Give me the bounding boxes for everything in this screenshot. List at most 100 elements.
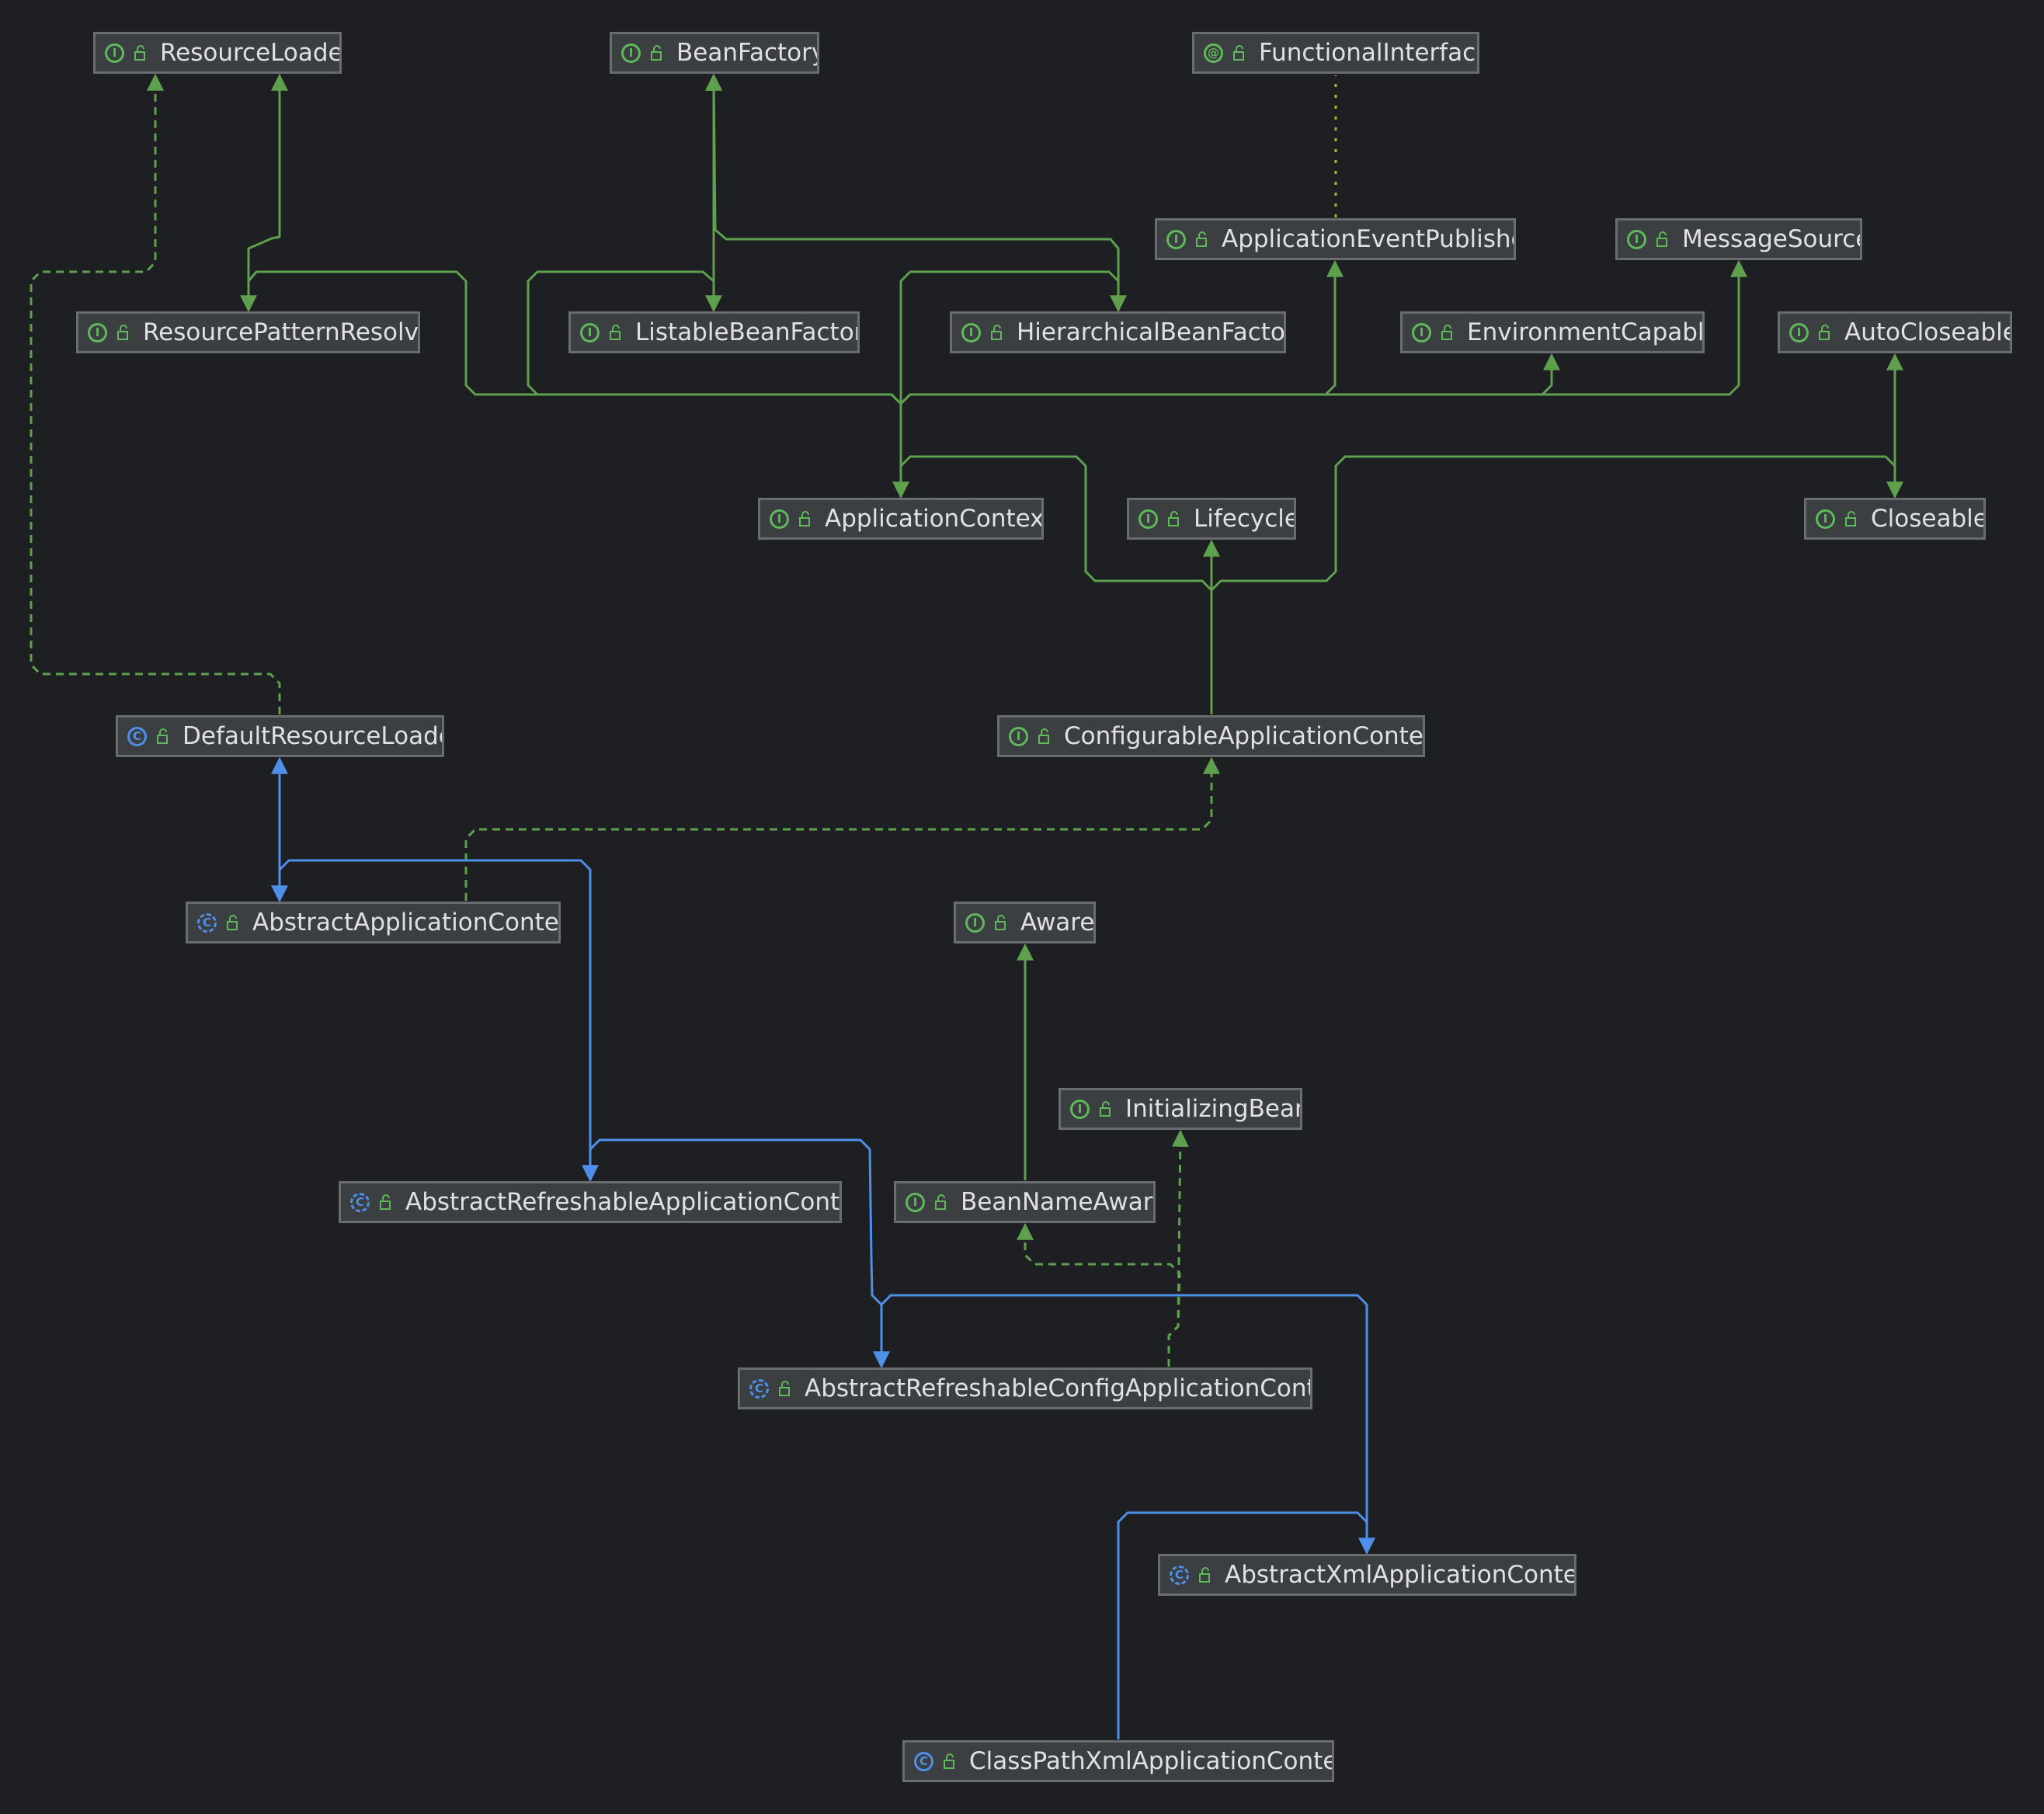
edge-HierarchicalBeanFactory-to-BeanFactory [705, 73, 1120, 311]
edge-ApplicationContext-to-MessageSource [899, 259, 1747, 497]
interface-kind-icon: I [621, 43, 641, 63]
public-visibility-icon [1198, 1566, 1212, 1583]
node-label: ClassPathXmlApplicationContext [969, 1747, 1334, 1775]
interface-kind-icon: I [1412, 322, 1431, 342]
node-label: AbstractApplicationContext [252, 909, 561, 937]
interface-kind-icon: I [1816, 509, 1835, 529]
public-visibility-icon [650, 44, 664, 61]
node-label: AbstractRefreshableApplicationContext [405, 1188, 842, 1216]
class-kind-icon: C [127, 726, 147, 746]
node-Closeable[interactable]: I Closeable [1804, 498, 1986, 540]
edge-AbstractRefreshableConfigApplicationContext-to-AbstractRefreshableApplicationContext [582, 1138, 883, 1367]
edge-ApplicationContext-to-HierarchicalBeanFactory [899, 270, 1127, 497]
node-ApplicationContext[interactable]: I ApplicationContext [758, 498, 1044, 540]
node-BeanFactory[interactable]: I BeanFactory [610, 32, 819, 74]
edge-ApplicationContext-to-ResourcePatternResolver [240, 270, 902, 497]
public-visibility-icon [1167, 510, 1181, 527]
node-label: EnvironmentCapable [1467, 318, 1705, 346]
node-AbstractRefreshableConfigApplicationContext[interactable]: C AbstractRefreshableConfigApplicationCon… [738, 1367, 1312, 1409]
interface-kind-icon: I [965, 912, 985, 933]
node-ApplicationEventPublisher[interactable]: I ApplicationEventPublisher [1155, 218, 1516, 260]
node-label: Closeable [1871, 505, 1986, 533]
edge-ConfigurableApplicationContext-to-ApplicationContext [892, 455, 1213, 714]
interface-kind-icon: I [1789, 322, 1809, 342]
edge-ApplicationContext-to-EnvironmentCapable [899, 353, 1560, 497]
interface-kind-icon: I [1138, 509, 1158, 529]
edge-ApplicationContext-to-ListableBeanFactory [527, 270, 902, 497]
node-label: MessageSource [1682, 225, 1862, 253]
public-visibility-icon [1656, 231, 1670, 248]
interface-kind-icon: I [1166, 229, 1186, 249]
edge-AbstractXmlApplicationContext-to-AbstractRefreshableConfigApplicationContext [873, 1294, 1368, 1553]
node-AutoCloseable[interactable]: I AutoCloseable [1778, 311, 2012, 353]
edge-DefaultResourceLoader-to-ResourceLoader [30, 73, 281, 714]
edge-AbstractApplicationContext-to-ConfigurableApplicationContext [464, 756, 1220, 901]
interface-kind-icon: I [88, 322, 107, 342]
node-label: ListableBeanFactory [635, 318, 860, 346]
abstract-kind-icon: C [749, 1378, 769, 1399]
interface-kind-icon: I [961, 322, 981, 342]
interface-kind-icon: I [906, 1192, 925, 1212]
public-visibility-icon [1195, 231, 1209, 248]
node-label: ConfigurableApplicationContext [1064, 722, 1425, 750]
node-label: BeanFactory [676, 39, 819, 67]
node-AbstractRefreshableApplicationContext[interactable]: C AbstractRefreshableApplicationContext [339, 1181, 842, 1223]
edge-AbstractRefreshableConfigApplicationContext-to-InitializingBean [1167, 1129, 1189, 1367]
node-label: AbstractXmlApplicationContext [1225, 1561, 1576, 1589]
interface-kind-icon: I [770, 509, 789, 529]
node-label: ResourcePatternResolver [143, 318, 420, 346]
interface-kind-icon: I [580, 322, 600, 342]
node-label: AutoCloseable [1844, 318, 2012, 346]
node-ResourcePatternResolver[interactable]: I ResourcePatternResolver [76, 311, 420, 353]
node-label: ResourceLoader [160, 39, 342, 67]
interface-kind-icon: I [1070, 1099, 1090, 1119]
interface-kind-icon: I [1627, 229, 1646, 249]
public-visibility-icon [1844, 510, 1858, 527]
node-ResourceLoader[interactable]: I ResourceLoader [93, 32, 342, 74]
public-visibility-icon [116, 324, 130, 341]
public-visibility-icon [798, 510, 812, 527]
node-label: ApplicationEventPublisher [1222, 225, 1516, 253]
node-label: Lifecycle [1194, 505, 1296, 533]
node-HierarchicalBeanFactory[interactable]: I HierarchicalBeanFactory [950, 311, 1286, 353]
edge-ResourcePatternResolver-to-ResourceLoader [247, 73, 288, 311]
public-visibility-icon [379, 1194, 393, 1211]
public-visibility-icon [226, 914, 240, 931]
edge-ConfigurableApplicationContext-to-Closeable [1210, 455, 1903, 714]
public-visibility-icon [943, 1753, 957, 1770]
node-EnvironmentCapable[interactable]: I EnvironmentCapable [1400, 311, 1705, 353]
public-visibility-icon [994, 914, 1008, 931]
public-visibility-icon [156, 728, 170, 745]
annotation-kind-icon: @ [1204, 43, 1223, 63]
abstract-kind-icon: C [350, 1192, 370, 1212]
public-visibility-icon [134, 44, 148, 61]
edge-ClassPathXmlApplicationContext-to-AbstractXmlApplicationContext [1117, 1511, 1375, 1739]
class-kind-icon: C [914, 1751, 933, 1771]
interface-kind-icon: I [105, 43, 124, 63]
node-label: BeanNameAware [961, 1188, 1156, 1216]
node-label: InitializingBean [1125, 1095, 1302, 1123]
node-MessageSource[interactable]: I MessageSource [1615, 218, 1862, 260]
node-label: FunctionalInterface [1259, 39, 1479, 67]
public-visibility-icon [1099, 1100, 1113, 1117]
node-label: ApplicationContext [825, 505, 1044, 533]
node-ListableBeanFactory[interactable]: I ListableBeanFactory [568, 311, 860, 353]
node-FunctionalInterface[interactable]: @ FunctionalInterface [1192, 32, 1479, 74]
public-visibility-icon [1818, 324, 1832, 341]
public-visibility-icon [609, 324, 623, 341]
node-InitializingBean[interactable]: I InitializingBean [1058, 1088, 1302, 1130]
node-ClassPathXmlApplicationContext[interactable]: C ClassPathXmlApplicationContext [902, 1740, 1334, 1782]
node-label: HierarchicalBeanFactory [1017, 318, 1286, 346]
node-label: AbstractRefreshableConfigApplicationCont… [805, 1374, 1312, 1402]
node-Lifecycle[interactable]: I Lifecycle [1127, 498, 1296, 540]
node-BeanNameAware[interactable]: I BeanNameAware [894, 1181, 1156, 1223]
public-visibility-icon [1232, 44, 1246, 61]
public-visibility-icon [934, 1194, 948, 1211]
